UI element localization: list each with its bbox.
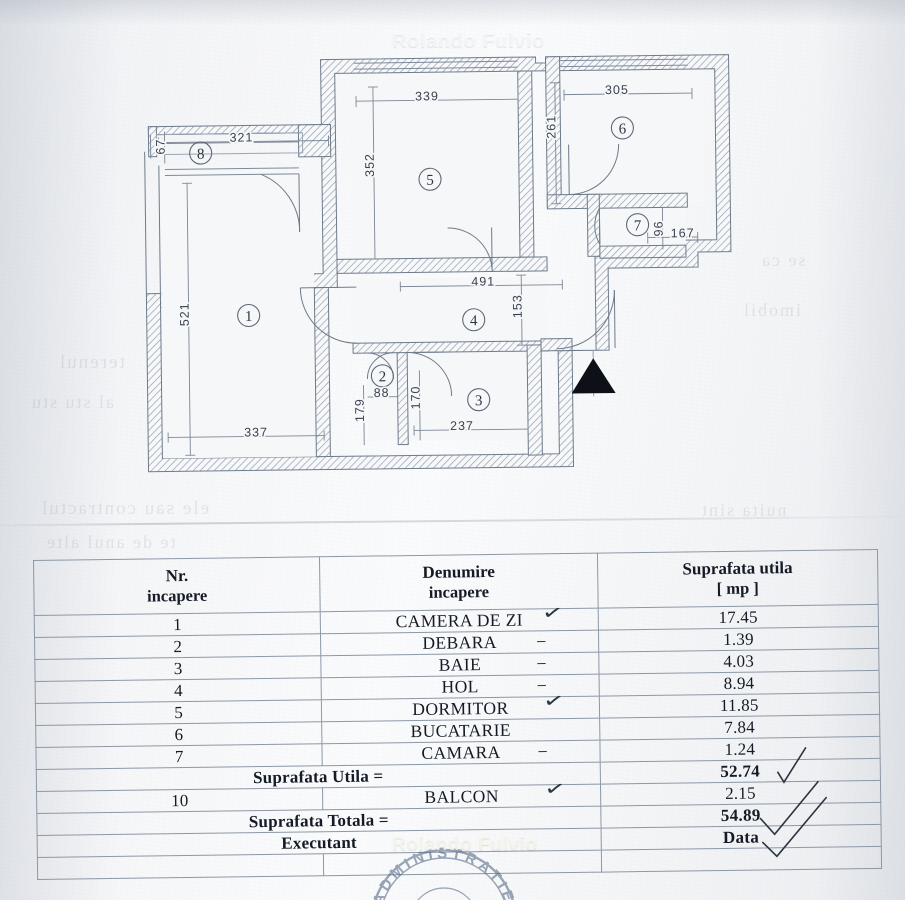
room-number-labels: 1 2 3 4 5 6 7 8 bbox=[189, 116, 650, 412]
handwritten-dash-mark: – bbox=[537, 676, 547, 694]
dimension-label: 521 bbox=[177, 302, 191, 326]
dimension-label: 153 bbox=[510, 294, 524, 318]
header-area: Suprafata utila [ mp ] bbox=[597, 549, 879, 609]
header-nr: Nr. incapere bbox=[33, 556, 321, 616]
dimension-label: 237 bbox=[450, 419, 474, 433]
room-number: 7 bbox=[634, 218, 642, 234]
dimension-label: 67 bbox=[153, 139, 167, 155]
handwritten-dash-mark: – bbox=[536, 632, 546, 650]
handwritten-dash-mark: – bbox=[537, 654, 547, 672]
room-marker-7: 7 bbox=[626, 213, 650, 237]
room-area-table: Nr. incapere Denumire incapere Suprafata… bbox=[33, 549, 882, 880]
room-number: 8 bbox=[197, 147, 205, 163]
dimension-label: 179 bbox=[353, 398, 367, 422]
dimension-label: 88 bbox=[374, 386, 390, 400]
dimension-label: 96 bbox=[652, 220, 666, 236]
page-shadow-right bbox=[815, 0, 905, 900]
dimension-label: 167 bbox=[671, 226, 695, 240]
room-marker-8: 8 bbox=[189, 141, 213, 165]
header-name-line1: Denumire bbox=[422, 562, 496, 583]
dimension-label: 337 bbox=[244, 425, 268, 439]
dimension-label: 352 bbox=[363, 153, 377, 177]
header-name: Denumire incapere bbox=[319, 553, 598, 612]
header-area-line1: Suprafata utila bbox=[682, 558, 793, 579]
room-marker-6: 6 bbox=[610, 116, 634, 140]
header-area-line2: [ mp ] bbox=[716, 578, 759, 599]
room-marker-5: 5 bbox=[418, 167, 442, 191]
dimension-labels: 3216733935230526116796491153521337881791… bbox=[152, 81, 697, 441]
dimension-label: 305 bbox=[605, 83, 629, 97]
windows bbox=[164, 58, 688, 177]
cell-room-name: BALCON✓ bbox=[322, 778, 601, 810]
cell-empty bbox=[601, 846, 882, 873]
dimension-label: 321 bbox=[229, 130, 253, 144]
dimension-label: 261 bbox=[544, 115, 558, 139]
room-marker-1: 1 bbox=[237, 303, 261, 328]
room-number: 4 bbox=[470, 313, 478, 329]
dimension-label: 491 bbox=[471, 274, 495, 288]
room-number: 6 bbox=[619, 121, 627, 137]
cell-empty bbox=[323, 850, 602, 876]
interior-walls bbox=[147, 56, 688, 458]
header-nr-line2: incapere bbox=[146, 586, 208, 606]
bleed-text: te de anul alte bbox=[45, 532, 176, 552]
room-number: 1 bbox=[245, 309, 253, 325]
cell-room-name: CAMARA– bbox=[322, 740, 600, 766]
room-marker-4: 4 bbox=[462, 308, 486, 332]
page-shadow-left bbox=[0, 0, 120, 900]
room-number: 3 bbox=[475, 393, 483, 409]
room-area-table-container: Nr. incapere Denumire incapere Suprafata… bbox=[33, 549, 882, 880]
page-shadow-top bbox=[0, 0, 905, 26]
room-marker-3: 3 bbox=[467, 388, 491, 412]
dimension-label: 170 bbox=[409, 385, 423, 409]
header-nr-line1: Nr. bbox=[165, 566, 189, 586]
header-name-line2: incapere bbox=[428, 582, 490, 603]
room-number: 5 bbox=[426, 173, 434, 189]
room-marker-2: 2 bbox=[370, 364, 394, 388]
dimension-lines bbox=[158, 82, 699, 456]
cell-empty bbox=[37, 853, 324, 880]
room-number: 2 bbox=[379, 369, 387, 385]
dimension-label: 339 bbox=[415, 89, 439, 103]
balcony-outline bbox=[149, 132, 304, 159]
entrance-arrow bbox=[571, 350, 616, 397]
handwritten-dash-mark: – bbox=[538, 742, 548, 760]
